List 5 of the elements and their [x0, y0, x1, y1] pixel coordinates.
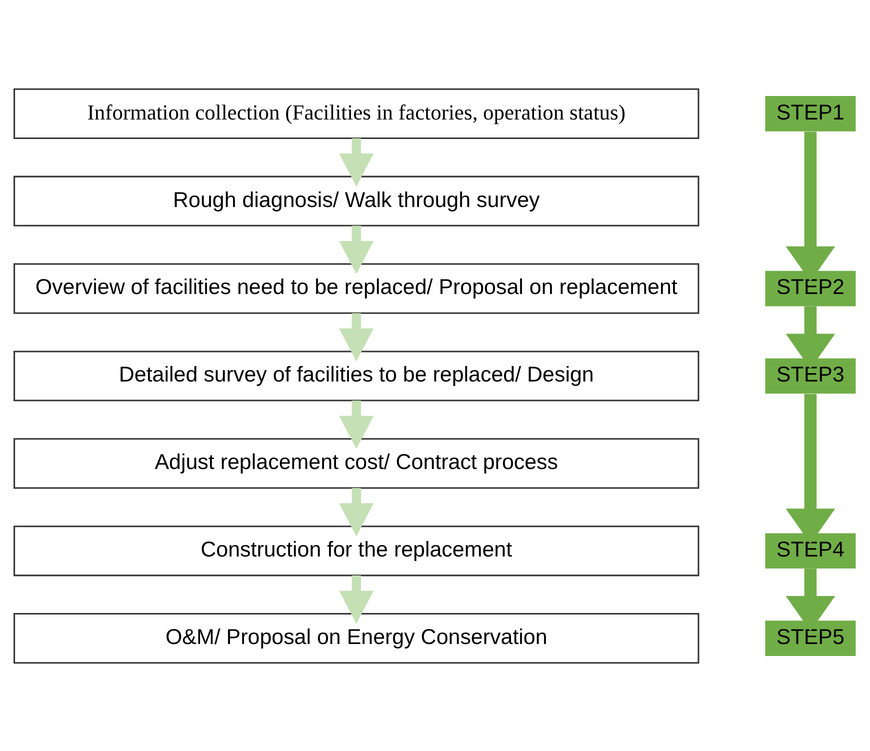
- label: STEP5: [776, 624, 844, 648]
- label: STEP2: [776, 274, 844, 299]
- label: STEP4: [776, 537, 844, 562]
- label: STEP1: [776, 100, 844, 124]
- label: STEP3: [776, 362, 844, 386]
